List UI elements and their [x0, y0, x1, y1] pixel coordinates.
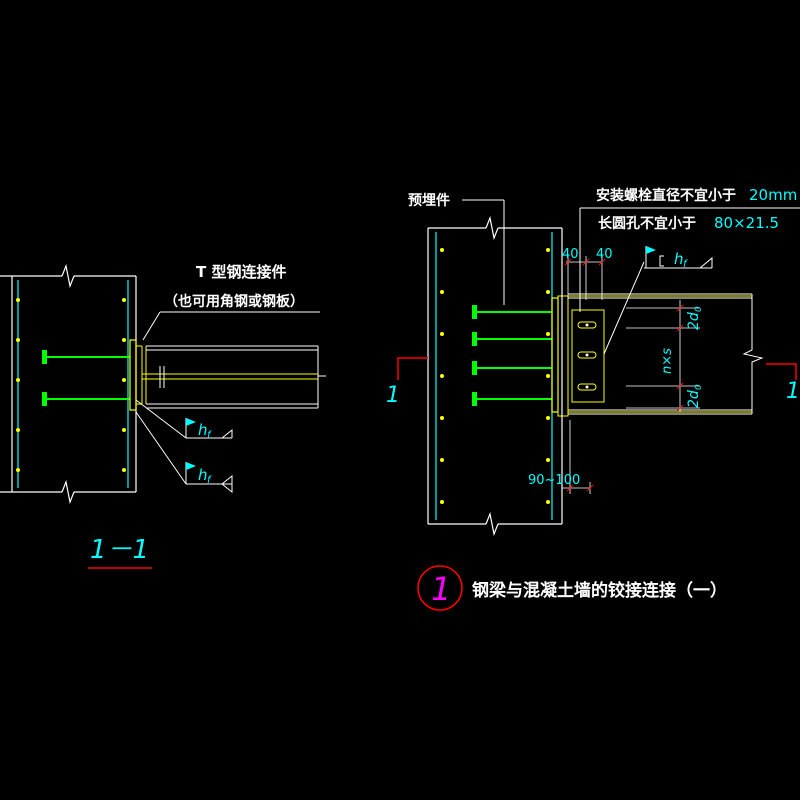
- weld-symbol-2-sub: f: [207, 475, 212, 486]
- embed-plate-left: [129, 339, 137, 411]
- elevation-view: 预埋件 安装螺栓直径不宜小于 20mm 长圆孔不宜小于 80×21.5 40 4…: [386, 186, 800, 537]
- beam-right: [568, 293, 764, 415]
- wall-outline-left: [0, 263, 137, 505]
- slot-note-value: 80×21.5: [714, 214, 779, 232]
- weld-symbol-1: h: [198, 421, 208, 439]
- shear-plate-right: [557, 295, 752, 417]
- slot-note: 长圆孔不宜小于: [598, 215, 696, 232]
- anchor-studs-right: [472, 305, 552, 406]
- rebar-dots-left: [16, 298, 126, 472]
- weld-flag-icon-3: [645, 246, 664, 268]
- section-mark-right-label: 1: [786, 379, 800, 404]
- weld-symbol-2: h: [198, 466, 208, 484]
- dimension-lines-right: [562, 256, 700, 494]
- title-text: 钢梁与混凝土墙的铰接连接（一）: [472, 580, 727, 601]
- bolt-slots-right: [577, 321, 597, 391]
- dim-label-40-left: 40: [562, 247, 579, 262]
- weld-flag-icon-1: [185, 418, 196, 438]
- dim-label-40-right: 40: [596, 247, 613, 262]
- tee-connector-note: （也可用角钢或钢板）: [164, 293, 304, 310]
- anchor-studs-left: [42, 350, 130, 406]
- dim-label-top: 2d 0: [686, 306, 704, 330]
- weld-symbol-1-sub: f: [207, 430, 212, 441]
- dim-label-bottom-sub: 0: [694, 384, 704, 390]
- tee-connector-label: T 型钢连接件: [196, 263, 286, 281]
- section-marks: [397, 357, 797, 380]
- tee-connector-left: [136, 345, 178, 405]
- dim-label-gap: 90~100: [528, 473, 580, 488]
- leader-lines-right: [462, 199, 800, 355]
- bolt-centers-right: [585, 323, 589, 389]
- weld-flag-icon-2: [185, 462, 196, 484]
- rebar-lines-left: [17, 280, 129, 488]
- dim-label-top-main: 2d: [686, 312, 702, 330]
- bolt-note-value: 20mm: [749, 186, 797, 204]
- dim-label-bottom-main: 2d: [686, 390, 702, 408]
- weld-symbol-3: h: [674, 250, 684, 268]
- bolt-note: 安装螺栓直径不宜小于: [596, 187, 736, 204]
- dim-label-mid-main: n×s: [660, 348, 675, 374]
- dim-label-top-sub: 0: [694, 306, 704, 312]
- weld-symbol-3-sub: f: [683, 259, 688, 270]
- section-label: 1－1: [90, 535, 149, 565]
- dimension-ticks-right: [564, 258, 684, 492]
- beam-left: [146, 345, 326, 409]
- section-view: h f h f T 型钢连接件 （也可用角钢或钢板） 1－1: [0, 263, 326, 569]
- dim-label-mid: n×s: [660, 348, 675, 374]
- leader-lines-left: [135, 311, 320, 494]
- rebar-dots-right: [440, 248, 550, 504]
- title-circle: [417, 565, 463, 611]
- drawing-title: 1 钢梁与混凝土墙的铰接连接（一）: [417, 565, 727, 611]
- embedded-part-label: 预埋件: [408, 192, 450, 209]
- title-number: 1: [431, 570, 451, 608]
- embed-plate-right: [551, 297, 559, 413]
- dim-label-bottom: 2d 0: [686, 384, 704, 408]
- section-mark-left-label: 1: [386, 383, 400, 408]
- wall-outline-right: [427, 215, 563, 537]
